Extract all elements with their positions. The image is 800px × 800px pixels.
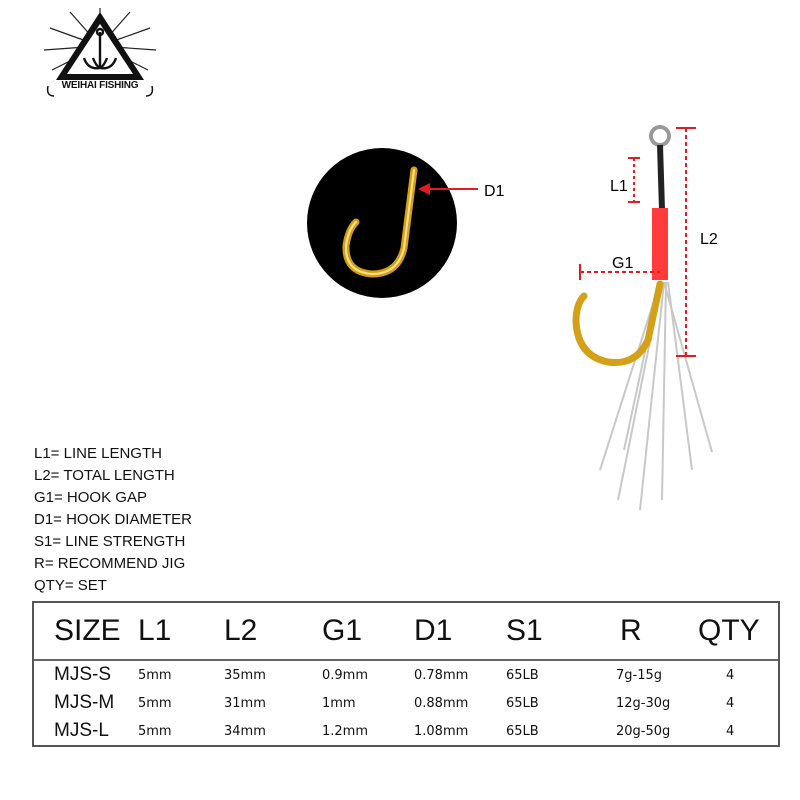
table-cell: 0.88mm [414, 695, 469, 711]
legend-item: S1= LINE STRENGTH [34, 533, 186, 550]
table-cell: 1mm [322, 695, 356, 711]
g1-dimension [579, 264, 660, 280]
table-cell: 12g-30g [616, 695, 671, 711]
table-cell: 65LB [506, 695, 539, 711]
l2-label: L2 [700, 231, 718, 248]
column-header: QTY [698, 603, 778, 661]
table-cell: 5mm [138, 723, 172, 739]
banner-left-hook-icon [46, 85, 55, 97]
table-cell: 0.78mm [414, 667, 469, 683]
table-cell: 1.2mm [322, 723, 369, 739]
table-row: MJS-M 5mm 31mm 1mm 0.88mm 65LB 12g-30g 4 [34, 689, 778, 717]
table-cell: MJS-S [54, 664, 111, 685]
brand-logo [43, 8, 157, 97]
legend-item: QTY= SET [34, 577, 107, 594]
table-cell: 7g-15g [616, 667, 663, 683]
table-cell: 4 [726, 695, 735, 711]
column-header: SIZE [34, 603, 138, 661]
assist-hook-icon [572, 125, 713, 511]
table-cell: 35mm [224, 667, 266, 683]
anchor-hook-icon [82, 27, 118, 70]
spec-legend: L1= LINE LENGTH L2= TOTAL LENGTH G1= HOO… [34, 443, 192, 597]
d1-arrowhead-icon [418, 183, 430, 195]
column-header: G1 [322, 603, 414, 661]
g1-label: G1 [612, 255, 633, 272]
table-row: MJS-S 5mm 35mm 0.9mm 0.78mm 65LB 7g-15g … [34, 660, 778, 689]
table-cell: 4 [726, 667, 735, 683]
column-header: R [598, 603, 698, 661]
table-cell: 65LB [506, 667, 539, 683]
column-header: L2 [224, 603, 322, 661]
table-cell: 5mm [138, 695, 172, 711]
table-cell: 65LB [506, 723, 539, 739]
spec-table: SIZE L1 L2 G1 D1 S1 R QTY MJS-S 5mm 35mm… [32, 601, 780, 747]
table-cell: 34mm [224, 723, 266, 739]
d1-label: D1 [484, 183, 505, 200]
l1-dimension [628, 157, 640, 203]
legend-item: G1= HOOK GAP [34, 489, 147, 506]
table-cell: 0.9mm [322, 667, 369, 683]
l1-label: L1 [610, 178, 628, 195]
table-cell: MJS-M [54, 692, 115, 713]
column-header: L1 [138, 603, 224, 661]
l2-dimension [676, 127, 696, 357]
table-cell: 20g-50g [616, 723, 671, 739]
table-row: MJS-L 5mm 34mm 1.2mm 1.08mm 65LB 20g-50g… [34, 717, 778, 745]
table-header-row: SIZE L1 L2 G1 D1 S1 R QTY [34, 603, 778, 661]
legend-item: D1= HOOK DIAMETER [34, 511, 192, 528]
column-header: S1 [506, 603, 598, 661]
brand-name: WEIHAI FISHING [61, 80, 139, 91]
legend-item: R= RECOMMEND JIG [34, 555, 186, 572]
legend-item: L2= TOTAL LENGTH [34, 467, 175, 484]
table-cell: 4 [726, 723, 735, 739]
table-cell: 5mm [138, 667, 172, 683]
table-cell: MJS-L [54, 720, 109, 741]
column-header: D1 [414, 603, 506, 661]
table-cell: 31mm [224, 695, 266, 711]
table-cell: 1.08mm [414, 723, 469, 739]
legend-item: L1= LINE LENGTH [34, 445, 162, 462]
banner-right-hook-icon [145, 85, 154, 97]
